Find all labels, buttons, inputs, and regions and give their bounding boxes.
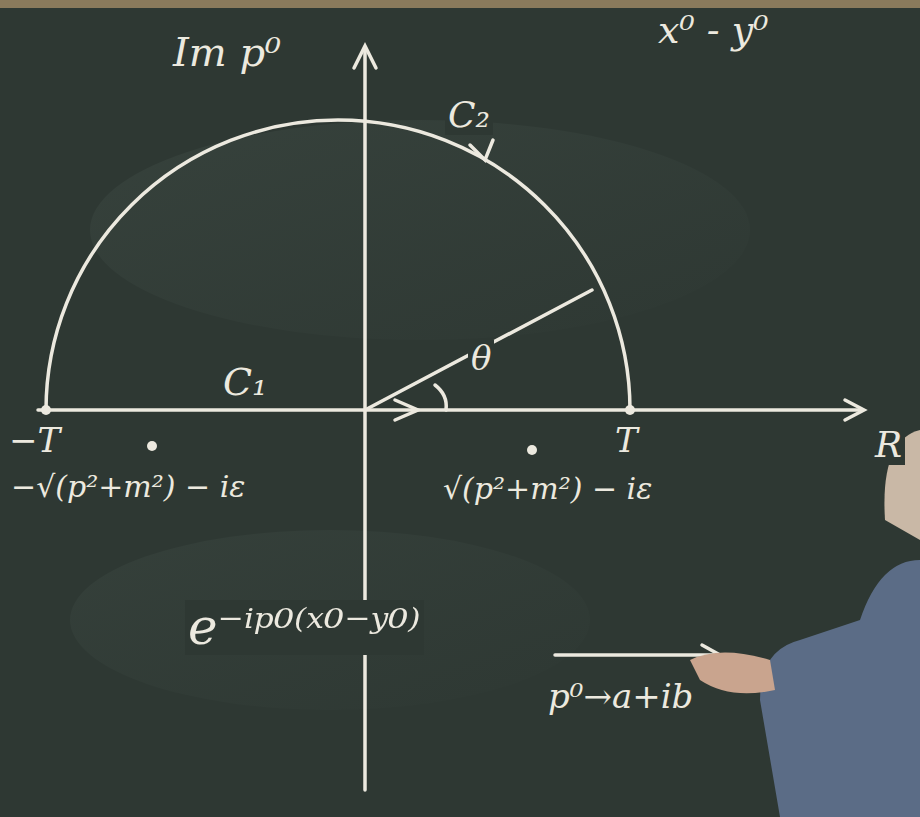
axis-arrowhead [354, 46, 376, 68]
radius-line [365, 290, 592, 410]
axis-label: R [872, 425, 905, 465]
chalk-smear [90, 120, 750, 340]
substitution-text: p⁰→a+ib [545, 678, 696, 715]
endpoint-dot [41, 405, 51, 415]
contour-label: C₂ [445, 95, 493, 135]
contour-label: C₁ [220, 362, 270, 404]
board-frame [0, 0, 920, 8]
axis-label: Im p⁰ [170, 30, 284, 74]
chalk-smear [70, 530, 590, 710]
endpoint-label: −T [6, 422, 63, 459]
endpoint-dot [625, 405, 635, 415]
lecturer-silhouette [760, 560, 920, 817]
imaginary-axis [363, 48, 367, 790]
pole-label: −√(p²+m²) − iε [8, 470, 248, 503]
contour-arrow [470, 140, 493, 160]
semicircle-contour [46, 120, 630, 410]
angle-label: θ [468, 340, 494, 377]
lecturer-hand [690, 653, 775, 694]
contour-arrow [395, 400, 418, 420]
pole-dot [527, 445, 537, 455]
arrow-line [555, 653, 718, 657]
pole-label: √(p²+m²) − iε [440, 472, 655, 505]
integrand-text: e⁻ⁱᵖ⁰⁽ˣ⁰⁻ʸ⁰⁾ [185, 600, 424, 655]
real-axis [38, 408, 862, 412]
axis-arrowhead [845, 400, 864, 420]
pole-dot [147, 441, 157, 451]
angle-arc [435, 385, 446, 410]
note-text: x⁰ - y⁰ [655, 10, 771, 52]
endpoint-label: T [612, 422, 641, 459]
